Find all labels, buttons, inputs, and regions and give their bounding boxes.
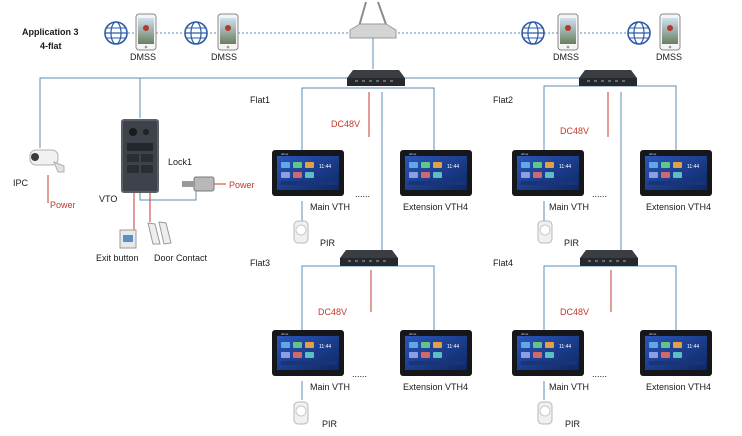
main-vth-label: Main VTH bbox=[549, 202, 589, 212]
globe-icon bbox=[104, 21, 128, 45]
flat4-label: Flat4 bbox=[493, 258, 513, 268]
switch-flat2 bbox=[578, 69, 638, 87]
ipc-power-label: Power bbox=[50, 200, 76, 210]
main-vth-label: Main VTH bbox=[310, 382, 350, 392]
ellipsis-label: ...... bbox=[592, 369, 607, 379]
pir-label: PIR bbox=[565, 419, 581, 429]
dmss-group-2 bbox=[184, 13, 239, 51]
switch-flat4 bbox=[579, 249, 639, 267]
lock-icon bbox=[182, 176, 215, 192]
exit-button-label: Exit button bbox=[96, 253, 139, 263]
dmss-label: DMSS bbox=[553, 52, 579, 62]
switch-flat3 bbox=[339, 249, 399, 267]
main-vth-flat2 bbox=[512, 150, 584, 196]
dc48v-label: DC48V bbox=[331, 119, 360, 129]
ipc-label: IPC bbox=[13, 178, 29, 188]
router-icon bbox=[349, 1, 397, 69]
main-vth-flat3 bbox=[272, 330, 344, 376]
pir-sensor-icon bbox=[293, 220, 309, 244]
extension-vth-flat4 bbox=[640, 330, 712, 376]
dc48v-label: DC48V bbox=[560, 307, 589, 317]
lock-label: Lock1 bbox=[168, 157, 192, 167]
switch-flat1 bbox=[346, 69, 406, 87]
pir-label: PIR bbox=[564, 238, 580, 248]
dmss-group-4 bbox=[627, 13, 681, 51]
ellipsis-label: ...... bbox=[355, 189, 370, 199]
pir-sensor-icon bbox=[537, 220, 553, 244]
dmss-label: DMSS bbox=[656, 52, 682, 62]
phone-icon bbox=[557, 13, 579, 51]
main-vth-label: Main VTH bbox=[549, 382, 589, 392]
main-vth-flat4 bbox=[512, 330, 584, 376]
pir-sensor-icon bbox=[293, 401, 309, 425]
pir-label: PIR bbox=[320, 238, 336, 248]
ellipsis-label: ...... bbox=[352, 369, 367, 379]
door-contact-icon bbox=[147, 221, 172, 245]
extension-vth-label: Extension VTH4 bbox=[403, 382, 468, 392]
phone-icon bbox=[135, 13, 157, 51]
door-contact-label: Door Contact bbox=[154, 253, 208, 263]
vto-label: VTO bbox=[99, 194, 117, 204]
title-line-1: Application 3 bbox=[22, 27, 79, 37]
ipc-camera-icon bbox=[29, 149, 65, 173]
extension-vth-label: Extension VTH4 bbox=[403, 202, 468, 212]
exit-button-icon bbox=[119, 229, 137, 249]
extension-vth-flat2 bbox=[640, 150, 712, 196]
vto-door-station bbox=[121, 119, 159, 193]
flat2-label: Flat2 bbox=[493, 95, 513, 105]
dc48v-label: DC48V bbox=[560, 126, 589, 136]
lock-power-label: Power bbox=[229, 180, 255, 190]
globe-icon bbox=[184, 21, 208, 45]
extension-vth-label: Extension VTH4 bbox=[646, 382, 711, 392]
flat3-label: Flat3 bbox=[250, 258, 270, 268]
title-line-2: 4-flat bbox=[40, 41, 62, 51]
flat1-label: Flat1 bbox=[250, 95, 270, 105]
phone-icon bbox=[217, 13, 239, 51]
dmss-group-3 bbox=[521, 13, 579, 51]
phone-icon bbox=[659, 13, 681, 51]
extension-vth-flat3 bbox=[400, 330, 472, 376]
dmss-group-1 bbox=[104, 13, 157, 51]
dmss-label: DMSS bbox=[211, 52, 237, 62]
extension-vth-label: Extension VTH4 bbox=[646, 202, 711, 212]
dmss-label: DMSS bbox=[130, 52, 156, 62]
ellipsis-label: ...... bbox=[592, 189, 607, 199]
pir-label: PIR bbox=[322, 419, 338, 429]
extension-vth-flat1 bbox=[400, 150, 472, 196]
dc48v-label: DC48V bbox=[318, 307, 347, 317]
main-vth-label: Main VTH bbox=[310, 202, 350, 212]
pir-sensor-icon bbox=[537, 401, 553, 425]
main-vth-flat1 bbox=[272, 150, 344, 196]
globe-icon bbox=[521, 21, 545, 45]
globe-icon bbox=[627, 21, 651, 45]
